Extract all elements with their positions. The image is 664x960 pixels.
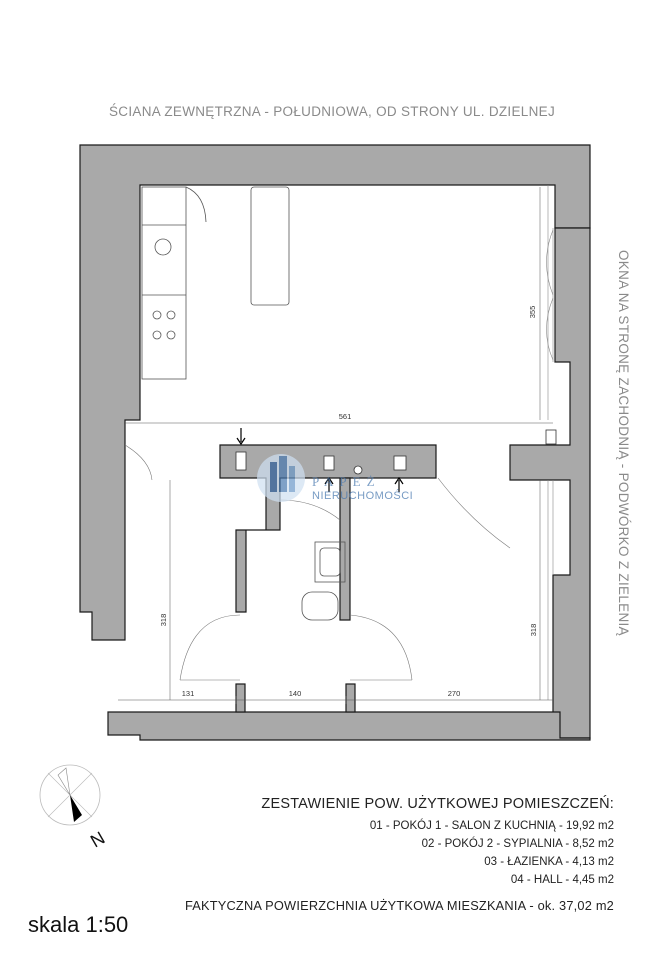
- vents: [235, 428, 407, 492]
- compass-north-letter: N: [87, 828, 108, 852]
- dimension-131: 131: [182, 689, 195, 698]
- bedroom-door: [437, 477, 511, 549]
- doors: [124, 444, 511, 681]
- summary-room-3: 03 - ŁAZIENKA - 4,13 m2: [484, 856, 614, 868]
- sink-icon: [154, 238, 172, 256]
- bathroom-fixtures: [301, 541, 346, 621]
- entry-door: [124, 444, 153, 481]
- scale-label: skala 1:50: [28, 912, 129, 937]
- summary-room-2: 02 - POKÓJ 2 - SYPIALNIA - 8,52 m2: [421, 838, 614, 850]
- toilet-icon: [301, 591, 339, 621]
- washbasin-icon: [314, 541, 346, 583]
- watermark-logo: PAPEŻ: [257, 454, 381, 502]
- dimension-140: 140: [289, 689, 302, 698]
- door-jamb-2: [345, 683, 356, 713]
- windows: [545, 185, 557, 700]
- west-windows-label: OKNA NA STRONĘ ZACHODNIĄ - PODWÓRKO Z ZI…: [616, 250, 631, 636]
- dimension-561: 561: [339, 412, 352, 421]
- kitchen-counter: [141, 186, 187, 380]
- watermark-brand: PAPEŻ: [312, 474, 381, 489]
- wall-bottom: [107, 711, 591, 741]
- hall-door-left: [179, 614, 241, 681]
- radiator: [545, 429, 557, 445]
- dimension-270: 270: [448, 689, 461, 698]
- wall-top-left: [79, 144, 591, 641]
- wall-right: [509, 227, 591, 739]
- dimension-318-right: 318: [529, 624, 538, 637]
- summary-room-1: 01 - POKÓJ 1 - SALON Z KUCHNIĄ - 19,92 m…: [369, 820, 614, 832]
- total-area: FAKTYCZNA POWIERZCHNIA UŻYTKOWA MIESZKAN…: [184, 898, 614, 913]
- hall-door-right: [349, 614, 413, 681]
- bathroom-door: [279, 499, 341, 521]
- kitchen: [141, 186, 207, 380]
- summary-title: ZESTAWIENIE POW. UŻYTKOWEJ POMIESZCZEŃ:: [261, 796, 614, 812]
- south-wall-label: ŚCIANA ZEWNĘTRZNA - POŁUDNIOWA, OD STRON…: [108, 104, 555, 119]
- exterior-walls: [79, 144, 591, 741]
- compass-icon: N: [39, 764, 108, 852]
- summary-room-4: 04 - HALL - 4,45 m2: [510, 874, 614, 886]
- hob-icon: [152, 330, 162, 340]
- door-jamb-1: [235, 683, 246, 713]
- dimension-lines: [118, 187, 553, 704]
- dimension-318-left: 318: [159, 614, 168, 627]
- watermark-subtitle: NIERUCHOMOŚCI: [312, 490, 414, 502]
- kitchen-island: [250, 186, 290, 306]
- dimension-355: 355: [528, 306, 537, 319]
- dimension-values: 561 355 318 318 131 140 270: [159, 306, 538, 698]
